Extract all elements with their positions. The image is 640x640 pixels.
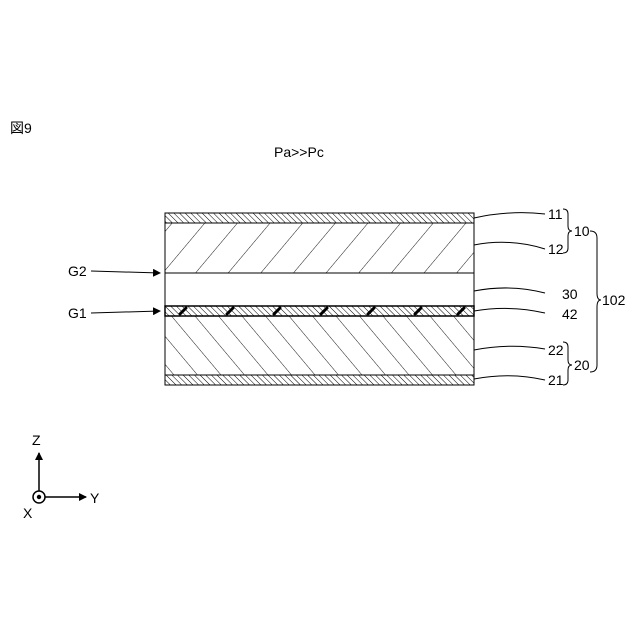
layer-42 bbox=[165, 306, 474, 316]
leader-lines bbox=[474, 213, 545, 380]
label-21: 21 bbox=[548, 372, 564, 388]
leader-21 bbox=[474, 376, 545, 380]
figure-label: 図9 bbox=[10, 120, 32, 136]
brace-10 bbox=[563, 209, 572, 253]
group-label-10: 10 bbox=[574, 223, 590, 239]
layer-30-gap bbox=[165, 273, 474, 306]
leader-22 bbox=[474, 346, 545, 350]
label-12: 12 bbox=[548, 241, 564, 257]
pressure-condition: Pa>>Pc bbox=[274, 144, 324, 160]
gap-label-g2: G2 bbox=[68, 263, 87, 279]
axis-label-z: Z bbox=[32, 432, 41, 448]
group-label-102: 102 bbox=[602, 292, 626, 308]
leader-42 bbox=[474, 308, 545, 313]
brace-102 bbox=[590, 231, 601, 372]
label-22: 22 bbox=[548, 342, 564, 358]
group-label-20: 20 bbox=[574, 357, 590, 373]
layer-22 bbox=[165, 316, 474, 375]
x-axis-dot bbox=[37, 495, 41, 499]
leader-11 bbox=[474, 213, 545, 218]
gap-arrow-g1 bbox=[91, 311, 160, 313]
label-30: 30 bbox=[562, 286, 578, 302]
layer-21 bbox=[165, 375, 474, 385]
label-11: 11 bbox=[548, 206, 563, 222]
gap-label-g1: G1 bbox=[68, 305, 87, 321]
leader-30 bbox=[474, 288, 545, 293]
axis-label-y: Y bbox=[90, 490, 100, 506]
layer-11 bbox=[165, 213, 474, 223]
layer-12 bbox=[165, 223, 474, 273]
leader-12 bbox=[474, 242, 545, 249]
brace-20 bbox=[563, 342, 572, 385]
axis-label-x: X bbox=[23, 505, 33, 521]
label-42: 42 bbox=[562, 306, 578, 322]
gap-arrow-g2 bbox=[91, 271, 160, 273]
